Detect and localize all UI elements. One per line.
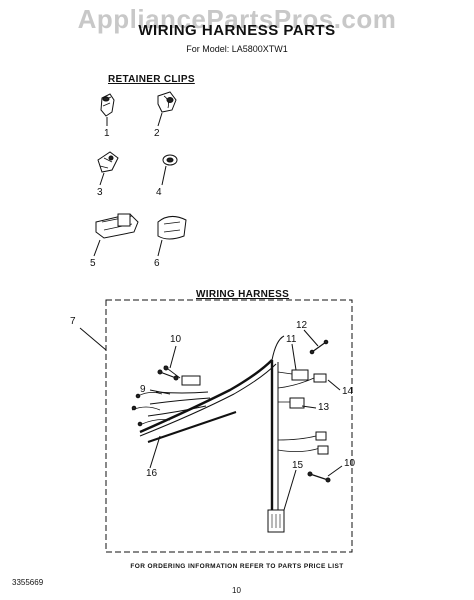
harness-frame <box>105 299 353 553</box>
callout-4: 4 <box>156 187 162 198</box>
callout-13: 13 <box>318 402 330 413</box>
wire-part-10-top[interactable] <box>157 369 179 381</box>
callout-11: 11 <box>286 334 297 345</box>
callout-10-top: 10 <box>170 334 182 345</box>
retainer-clip-1[interactable] <box>100 93 115 126</box>
page-title: WIRING HARNESS PARTS <box>138 22 336 39</box>
model-line: For Model: LA5800XTW1 <box>186 44 288 54</box>
callout-2: 2 <box>154 128 160 139</box>
callout-6: 6 <box>154 258 160 269</box>
retainer-clip-6[interactable] <box>157 216 187 257</box>
wire-part-10-bottom[interactable] <box>307 471 331 483</box>
ordering-note: FOR ORDERING INFORMATION REFER TO PARTS … <box>130 563 344 570</box>
leader-7 <box>79 327 107 351</box>
retainer-clip-3[interactable] <box>97 151 119 186</box>
callout-7: 7 <box>70 316 76 327</box>
callout-14: 14 <box>342 386 354 397</box>
retainer-clip-5[interactable] <box>93 213 139 257</box>
callout-16: 16 <box>146 468 158 479</box>
watermark: AppliancePartsPros.com <box>77 4 397 34</box>
callout-12: 12 <box>296 320 308 331</box>
page-number: 10 <box>232 586 241 595</box>
callout-15: 15 <box>292 460 304 471</box>
callout-3: 3 <box>97 187 103 198</box>
wiring-harness-heading: WIRING HARNESS <box>196 289 290 300</box>
retainer-clip-4[interactable] <box>161 154 178 186</box>
callout-9: 9 <box>140 384 146 395</box>
callout-1: 1 <box>104 128 110 139</box>
document-number: 3355669 <box>12 578 44 587</box>
retainer-clip-2[interactable] <box>157 91 177 127</box>
callout-10-bottom: 10 <box>344 458 356 469</box>
callout-5: 5 <box>90 258 96 269</box>
wire-part-12[interactable] <box>309 339 329 355</box>
wiring-harness-assembly[interactable] <box>131 335 329 533</box>
retainer-clips-heading: RETAINER CLIPS <box>108 74 195 85</box>
